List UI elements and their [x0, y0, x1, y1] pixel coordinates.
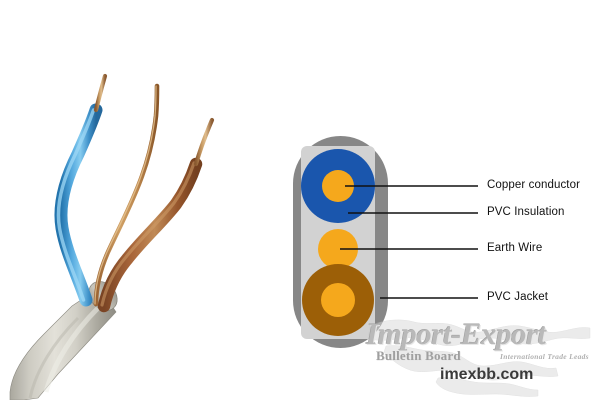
label-pvc-insulation: PVC Insulation: [487, 206, 565, 218]
label-earth-wire: Earth Wire: [487, 242, 543, 254]
earth-core-conductor: [318, 229, 358, 269]
label-copper-conductor: Copper conductor: [487, 179, 581, 191]
brown-core-conductor: [321, 283, 355, 317]
photo-blue-wire: [54, 73, 108, 307]
cable-photograph: [0, 0, 270, 400]
photo-brown-wire: [97, 117, 215, 313]
photo-earth-wire: [93, 83, 160, 307]
blue-core-conductor: [322, 170, 354, 202]
label-pvc-jacket: PVC Jacket: [487, 291, 549, 303]
cable-photo-svg: [9, 73, 215, 400]
